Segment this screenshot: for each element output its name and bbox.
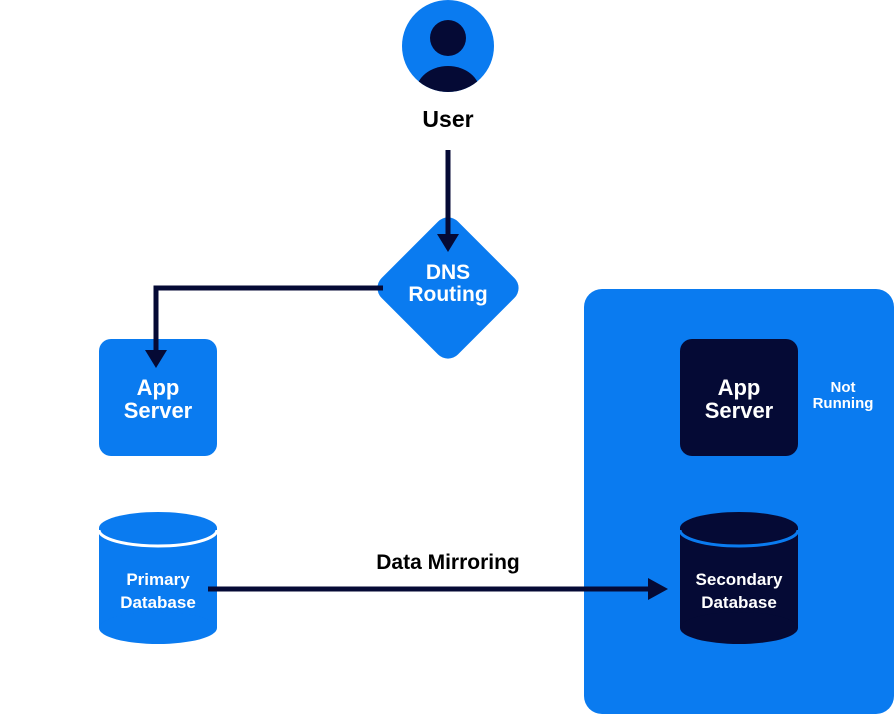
user-label: User bbox=[422, 106, 474, 132]
user-avatar-icon bbox=[402, 0, 494, 92]
dns-routing-label: DNS Routing bbox=[398, 261, 498, 307]
primary-db-line1: Primary bbox=[126, 570, 190, 589]
dns-line1: DNS bbox=[425, 261, 471, 284]
secondary-app-line1: App bbox=[717, 375, 761, 400]
primary-db-line2: Database bbox=[120, 592, 196, 612]
secondary-app-line2: Server bbox=[704, 398, 774, 424]
dns-line2: Routing bbox=[408, 283, 488, 307]
secondary-database-node bbox=[678, 512, 800, 644]
status-line1: Not bbox=[830, 379, 856, 396]
data-mirroring-label: Data Mirroring bbox=[376, 551, 520, 574]
secondary-app-server-node bbox=[680, 339, 798, 456]
primary-app-line1: App bbox=[136, 375, 180, 400]
dns-routing-node bbox=[377, 217, 519, 359]
secondary-app-server-label: App Server bbox=[680, 376, 798, 422]
primary-database-label: Primary Database bbox=[99, 569, 217, 615]
status-line2: Running bbox=[812, 394, 874, 412]
secondary-db-line2: Database bbox=[701, 592, 777, 612]
secondary-db-line1: Secondary bbox=[695, 570, 783, 589]
primary-database-node bbox=[97, 512, 219, 644]
primary-app-line2: Server bbox=[123, 398, 193, 424]
not-running-status: Not Running bbox=[803, 380, 883, 412]
primary-app-server-label: App Server bbox=[99, 376, 217, 422]
secondary-database-label: Secondary Database bbox=[670, 569, 808, 615]
dns-to-primary-app-arrow bbox=[145, 285, 383, 368]
data-mirroring-arrow bbox=[208, 578, 668, 600]
user-to-dns-arrow bbox=[437, 150, 459, 252]
primary-app-server-node bbox=[99, 339, 217, 456]
